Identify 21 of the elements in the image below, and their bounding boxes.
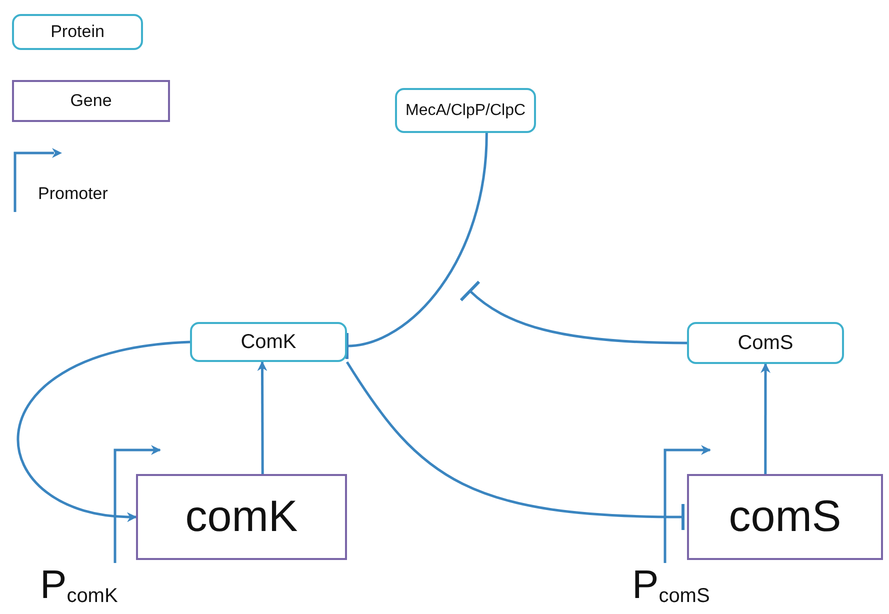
protein-box bbox=[190, 322, 347, 362]
activation-arrow bbox=[257, 361, 268, 474]
protein-name: MecA/ClpP/ClpC bbox=[405, 102, 526, 120]
gene-name: comK bbox=[185, 492, 298, 542]
protein-box bbox=[395, 88, 536, 133]
activation-arrow bbox=[17, 340, 190, 522]
gene-box bbox=[136, 474, 347, 560]
promoter-label: P$_{comK}$ bbox=[40, 565, 118, 605]
repression-line bbox=[346, 361, 685, 532]
legend-label: Protein bbox=[50, 22, 104, 42]
protein-box bbox=[687, 322, 844, 364]
legend-label: Promoter bbox=[38, 184, 108, 204]
repression-line bbox=[344, 132, 488, 360]
gene-name: comS bbox=[728, 492, 842, 542]
protein-name: ComK bbox=[240, 330, 296, 354]
promoter-label: P$_{comS}$ bbox=[632, 565, 710, 605]
repression-line bbox=[460, 280, 688, 344]
protein-name: ComS bbox=[738, 332, 794, 354]
gene-box bbox=[687, 474, 883, 560]
legend-label: Gene bbox=[70, 91, 112, 111]
activation-arrow bbox=[760, 363, 770, 474]
